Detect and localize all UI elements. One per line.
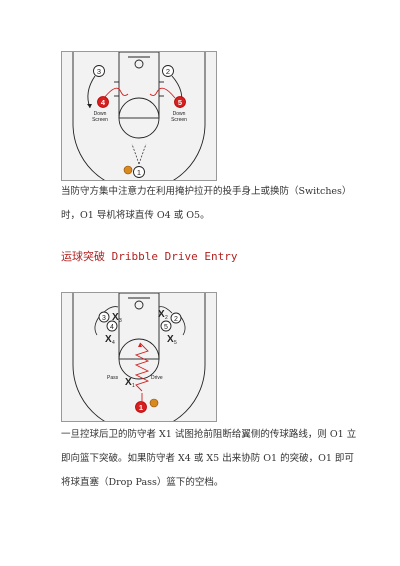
player-5-marker (160, 320, 172, 332)
pass-label: Pass (107, 375, 119, 381)
player-5-label: 5 (178, 98, 182, 107)
player-3-label: 3 (97, 67, 101, 76)
paragraph-1: 当防守方集中注意力在利用掩护拉开的投手身上或换防（Switches）时，O1 导… (61, 186, 352, 221)
court-diagram-dribble-drive: 3 4 X 3 X 4 5 2 X 2 X 5 Pass Drive X 1 1 (61, 292, 217, 422)
player-5-label: 5 (164, 324, 168, 331)
defender-x5-label: X (167, 334, 174, 345)
player-2-marker (170, 312, 182, 324)
player-4-label: 4 (110, 324, 114, 331)
drive-path (134, 342, 150, 392)
player-2-label: 2 (166, 67, 170, 76)
basketball-icon (149, 398, 159, 408)
basketball-icon (123, 165, 133, 175)
down-screen-label-left-1: Down (94, 111, 107, 117)
player-5-marker (174, 96, 186, 108)
player-4-marker (97, 96, 109, 108)
defender-x4-sub: 4 (112, 340, 115, 346)
section-heading: 运球突破 Dribble Drive Entry (61, 250, 238, 263)
defender-x2-sub: 2 (165, 315, 168, 321)
player-3-marker (93, 65, 105, 77)
court-diagram-down-screen: 3 2 4 Down Screen 5 Down Screen 1 (61, 51, 217, 181)
player-2-label: 2 (174, 316, 178, 323)
player-1-marker (135, 401, 147, 413)
defender-x4-label: X (105, 334, 112, 345)
down-screen-label-right-1: Down (173, 111, 186, 117)
defender-x3-label: X (112, 312, 119, 323)
player-1-label: 1 (139, 403, 143, 412)
defender-x5-sub: 5 (174, 340, 177, 346)
player-3-label: 3 (102, 315, 106, 322)
player-4-marker (106, 320, 118, 332)
defender-x1-sub: 1 (132, 383, 135, 389)
player-1-label: 1 (137, 168, 141, 177)
player-4-label: 4 (101, 98, 106, 107)
player-1-marker (133, 166, 145, 178)
defender-x3-sub: 3 (119, 318, 122, 324)
down-screen-label-right-2: Screen (171, 117, 187, 123)
defender-x1-label: X (125, 377, 132, 388)
defender-x2-label: X (158, 309, 165, 320)
paragraph-2: 一旦控球后卫的防守者 X1 试图抢前阻断给翼侧的传球路线，则 O1 立即向篮下突… (61, 429, 357, 488)
player-2-marker (162, 65, 174, 77)
down-screen-label-left-2: Screen (92, 117, 108, 123)
drive-label: Drive (151, 375, 163, 381)
